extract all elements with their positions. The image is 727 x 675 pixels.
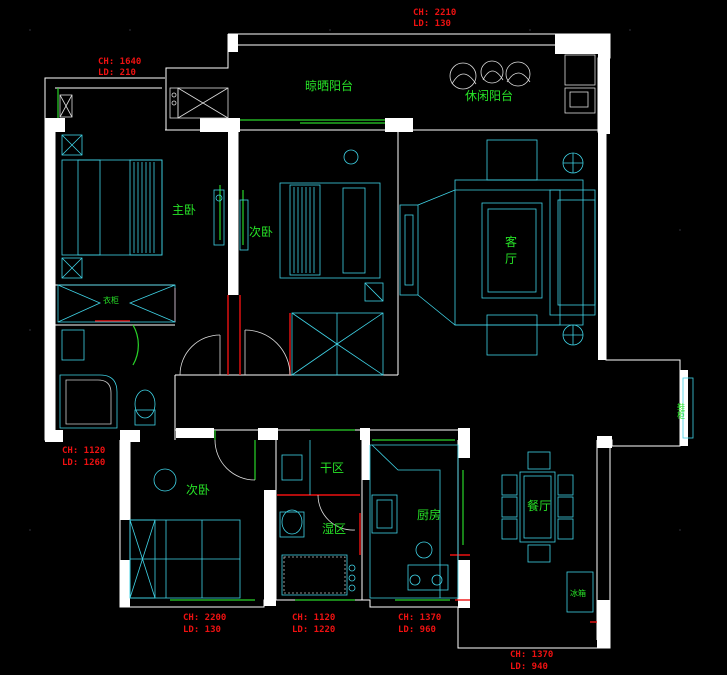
lower-bedroom-furniture	[129, 439, 256, 599]
label-shoe-cabinet: 鞋柜	[677, 402, 686, 420]
dim-ld: LD: 1220	[292, 625, 335, 635]
dim-ch: CH: 1120	[62, 446, 105, 456]
room-label-leisure-balcony: 休闲阳台	[465, 88, 513, 103]
dim-ld: LD: 1260	[62, 458, 105, 468]
kitchen-furniture	[369, 444, 459, 599]
dim-ch: CH: 1370	[510, 650, 553, 660]
room-label-drying-balcony: 晾晒阳台	[305, 78, 353, 93]
balcony-fixtures	[59, 54, 596, 119]
grid-dots	[29, 29, 681, 531]
room-label-second-bedroom-top: 次卧	[249, 225, 273, 239]
dim-ld: LD: 960	[398, 625, 436, 635]
dim-ld: LD: 210	[98, 68, 136, 78]
lower-bath-furniture	[279, 440, 356, 596]
room-label-dining: 餐厅	[527, 498, 551, 513]
dim-ld: LD: 130	[413, 19, 451, 29]
dim-ch: CH: 2200	[183, 613, 226, 623]
room-label-kitchen: 厨房	[417, 507, 441, 522]
room-label-second-bedroom-bottom: 次卧	[186, 483, 210, 497]
dim-ch: CH: 1640	[98, 57, 141, 67]
dim-ld: LD: 940	[510, 662, 548, 672]
room-label-wet-area: 湿区	[322, 521, 346, 536]
label-fridge: 冰箱	[570, 588, 586, 598]
dim-ld: LD: 130	[183, 625, 221, 635]
second-bedroom-top-furniture	[239, 149, 384, 376]
red-marks	[95, 288, 597, 623]
room-label-living-1: 客	[505, 234, 517, 249]
dim-ch: CH: 1120	[292, 613, 335, 623]
wall-blocks	[45, 34, 688, 648]
living-room-furniture	[399, 139, 596, 356]
green-marks	[57, 88, 464, 601]
room-label-living-2: 厅	[505, 252, 517, 266]
master-bedroom-furniture	[57, 134, 225, 323]
bath-furniture	[59, 324, 291, 429]
dim-ch: CH: 1370	[398, 613, 441, 623]
walls	[44, 33, 681, 649]
label-wardrobe: 衣柜	[103, 295, 119, 305]
dim-ch: CH: 2210	[413, 8, 456, 18]
room-label-dry-area: 干区	[320, 461, 344, 475]
room-label-master-bedroom: 主卧	[172, 203, 196, 217]
dining-furniture	[501, 377, 694, 613]
